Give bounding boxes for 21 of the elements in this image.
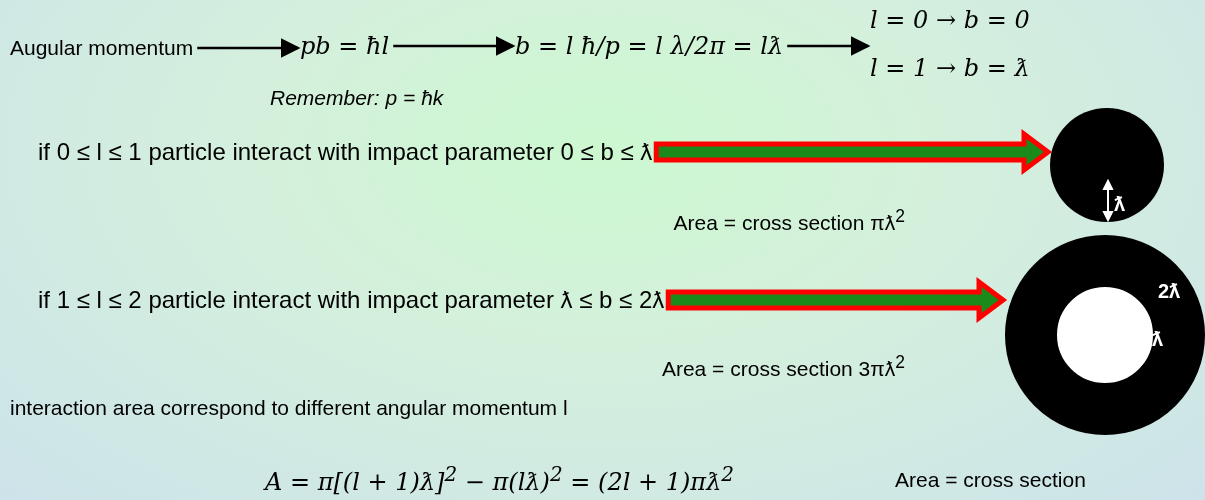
equation: A = π[(l + 1)ƛ]$^{2}$ − π(lƛ)$^{2}$ = (2l + 1)πƛ$^{2}$: [265, 462, 735, 496]
area-text: Area = cross section: [895, 468, 1086, 492]
arrow: [653, 129, 1053, 175]
text-label: if 0 ≤ l ≤ 1 particle interact with impact parameter 0 ≤ b ≤ ƛ: [38, 138, 653, 166]
area-text: Area = cross section πƛ$^{2}$: [673, 206, 905, 235]
arrow: [665, 277, 1008, 323]
radius-label: ƛ: [1114, 193, 1126, 216]
arrow: [197, 38, 301, 58]
area-text: Area = cross section 3πƛ$^{2}$: [661, 352, 905, 381]
text-label: interaction area correspond to different angular momentum l: [10, 396, 568, 420]
equation: pb = ħl: [300, 32, 390, 60]
arrow: [787, 36, 871, 56]
equation: l = 0 → b = 0: [870, 6, 1030, 36]
radius-label: 2ƛ: [1158, 280, 1181, 303]
radius-label: ƛ: [1152, 328, 1164, 351]
text-label: Augular momentum: [10, 36, 194, 60]
equation: l = 1 → b = ƛ: [870, 54, 1030, 84]
note-text: Remember: p = ħk: [270, 86, 444, 110]
arrow: [393, 36, 516, 56]
text-label: if 1 ≤ l ≤ 2 particle interact with impact parameter ƛ ≤ b ≤ 2ƛ: [38, 286, 665, 314]
equation: b = l ħ/p = l λ/2π = lƛ: [515, 32, 784, 60]
